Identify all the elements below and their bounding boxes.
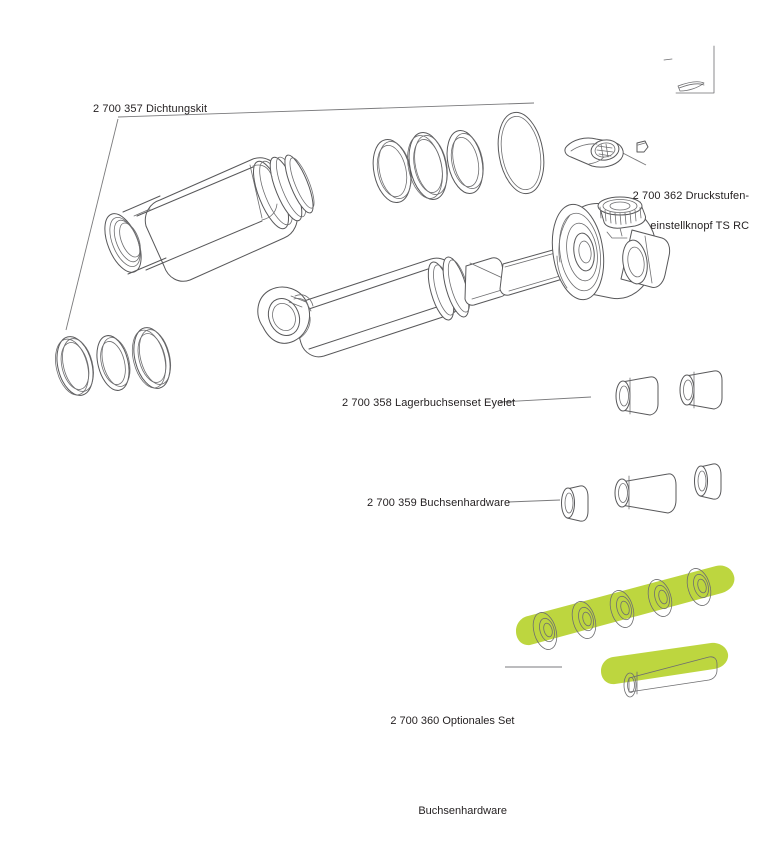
head-eyelet [620, 229, 671, 288]
label-optional-line1: 2 700 360 Optionales Set [390, 715, 515, 727]
top-right-cropped-part [663, 45, 715, 94]
label-bushing-hardware: 2 700 359 Buchsenhardware [367, 497, 511, 509]
damper-body [257, 247, 574, 358]
optional-bushing [686, 568, 712, 606]
washer [694, 463, 722, 500]
body-seal-rings [427, 256, 471, 321]
leader-lines [65, 102, 647, 668]
bushing-hardware-set [561, 463, 722, 522]
seal-ring [407, 132, 448, 200]
leader-sealkit-lower [65, 118, 119, 331]
large-o-ring [497, 111, 545, 195]
seal-ring [446, 130, 484, 194]
damper-eyelet [257, 286, 314, 344]
adjuster-collar [597, 196, 646, 229]
air-can-left-rings [104, 195, 167, 275]
seal-ring [96, 335, 131, 391]
optional-bushing [647, 579, 673, 617]
label-compression-knob-line1: 2 700 362 Druckstufen- [632, 190, 750, 202]
leader-sealkit-upper [117, 102, 535, 118]
damper-head [551, 196, 671, 301]
label-optional-line2-row: Buchsenhardware [372, 774, 507, 834]
seal-ring [131, 327, 172, 389]
air-can-right-collar [253, 154, 315, 230]
label-optional-line1-row: 2 700 360 Optionales Set [372, 684, 514, 744]
optional-bushing [532, 612, 558, 650]
label-optional-line2: Buchsenhardware [418, 805, 507, 817]
exploded-diagram-canvas: 2 700 357 Dichtungskit 2 700 362 Druckst… [55, 45, 749, 817]
optional-sleeve [623, 656, 718, 698]
label-compression-knob: 2 700 362 Druckstufen- einstellknopf TS … [620, 174, 749, 264]
optional-bushing [571, 601, 597, 639]
label-eyelet-bushing: 2 700 358 Lagerbuchsenset Eyelet [342, 397, 516, 409]
eyelet-bushing-set [615, 370, 723, 416]
bushing [615, 376, 659, 416]
set-screw [636, 140, 649, 153]
upper-seal-rings [372, 111, 545, 204]
washer [561, 485, 589, 522]
lineart-layer [55, 45, 723, 698]
optional-bushing-set [532, 568, 718, 698]
lower-seal-rings [55, 327, 172, 396]
label-compression-knob-line2: einstellknopf TS RC [650, 220, 750, 232]
bushing [679, 370, 723, 410]
leader-bushing-hardware [507, 499, 561, 503]
label-optional-bushing-set: 2 700 360 Optionales Set Buchsenhardware [372, 654, 514, 864]
seal-ring [55, 336, 94, 396]
air-can [104, 154, 315, 282]
compression-adjuster-knob [564, 137, 649, 168]
leader-eyelet-bushing [499, 396, 592, 403]
hardware-sleeve [614, 473, 677, 514]
label-sealkit: 2 700 357 Dichtungskit [93, 103, 208, 115]
optional-bushing [609, 590, 635, 628]
